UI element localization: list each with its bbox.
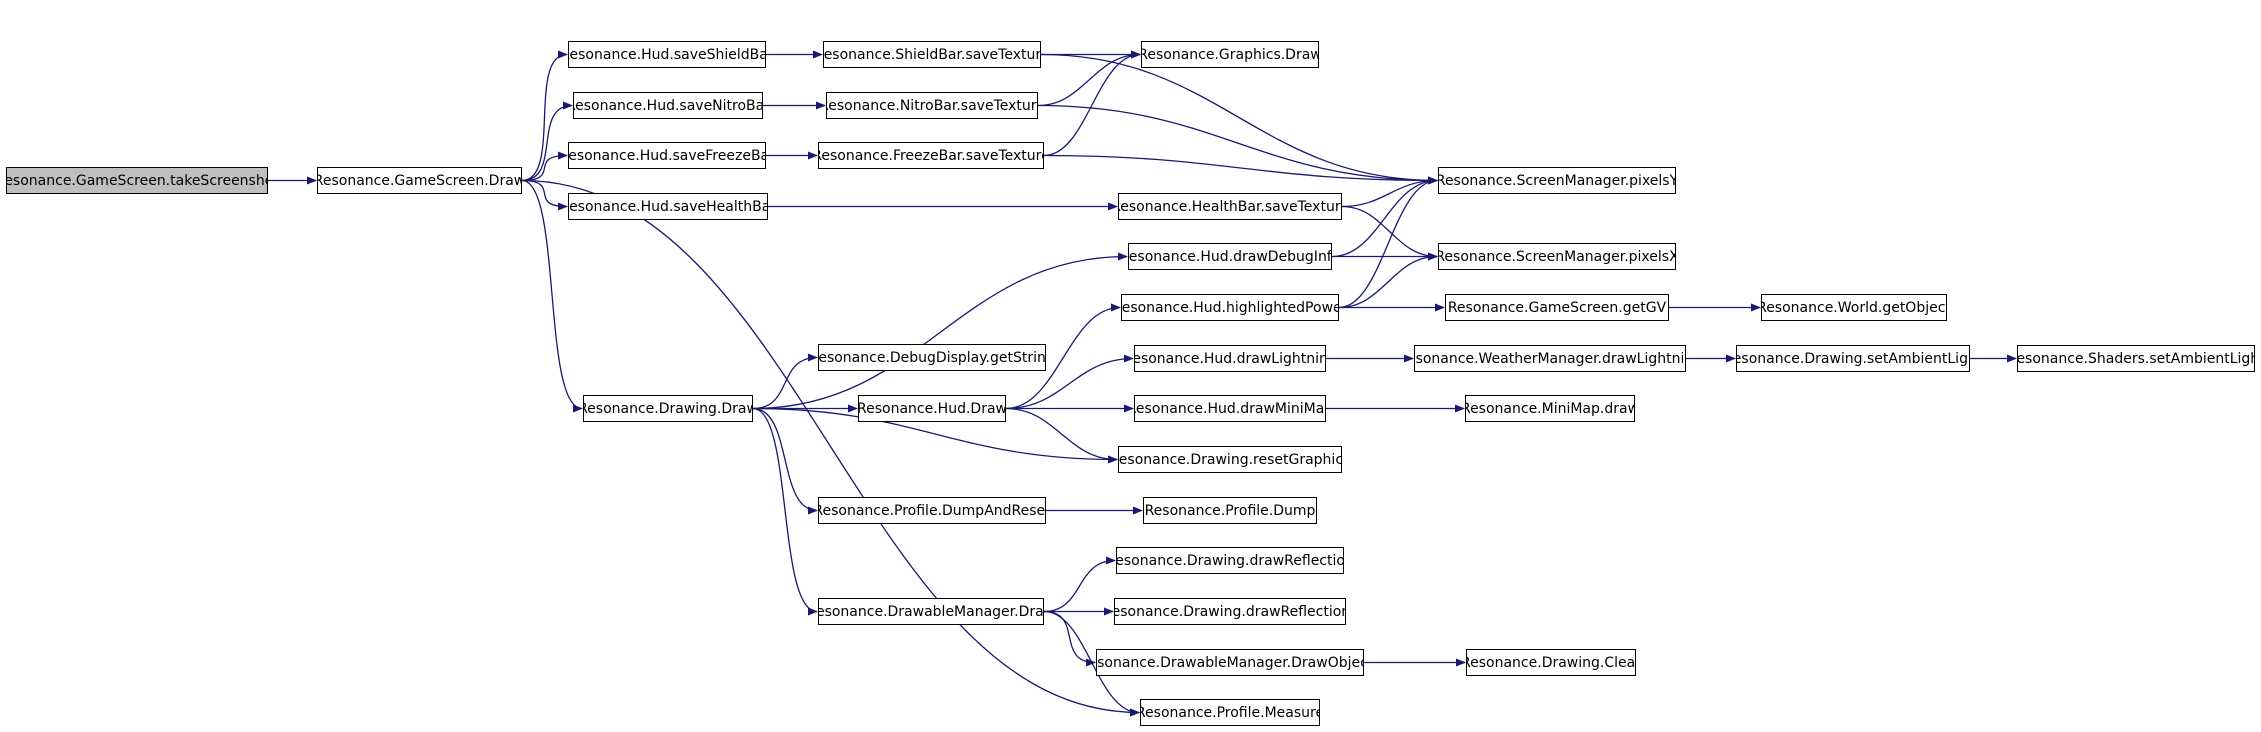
graph-node[interactable]: Resonance.NitroBar.saveTexture [826, 92, 1038, 119]
call-edge [1005, 407, 1118, 464]
graph-node[interactable]: Resonance.Profile.DumpAndReset [818, 497, 1046, 524]
graph-node[interactable]: Resonance.Drawing.Draw [583, 395, 753, 422]
graph-node[interactable]: Resonance.Drawing.drawReflection [1116, 547, 1344, 574]
graph-node[interactable]: Resonance.Hud.highlightedPower [1121, 294, 1339, 321]
graph-node[interactable]: Resonance.ShieldBar.saveTexture [823, 41, 1041, 68]
graph-node[interactable]: Resonance.HealthBar.saveTexture [1118, 193, 1342, 220]
call-edge [521, 101, 573, 182]
graph-node[interactable]: Resonance.Shaders.setAmbientLight [2017, 345, 2255, 372]
graph-node[interactable]: Resonance.Hud.saveNitroBar [573, 92, 763, 119]
graph-node[interactable]: Resonance.FreezeBar.saveTexture [818, 142, 1044, 169]
graph-node[interactable]: Resonance.GameScreen.Draw [317, 167, 522, 194]
call-edge [1037, 50, 1141, 107]
graph-node[interactable]: Resonance.Hud.Draw [858, 395, 1006, 422]
graph-node[interactable]: Resonance.DebugDisplay.getString [818, 344, 1046, 371]
graph-node[interactable]: Resonance.Graphics.Draw [1141, 41, 1319, 68]
call-edge [752, 353, 818, 410]
call-edge [1005, 303, 1121, 410]
graph-node[interactable]: Resonance.Drawing.setAmbientLight [1736, 345, 1970, 372]
graph-node[interactable]: Resonance.Hud.drawMiniMap [1134, 395, 1326, 422]
graph-node[interactable]: Resonance.Drawing.resetGraphics [1118, 446, 1342, 473]
call-edge [521, 179, 568, 211]
call-edge [1005, 354, 1134, 410]
call-edge [1341, 176, 1438, 208]
graph-node[interactable]: Resonance.Hud.drawLightning [1134, 345, 1326, 372]
call-edge [1037, 104, 1438, 185]
call-edge [521, 179, 583, 413]
graph-node[interactable]: Resonance.DrawableManager.DrawObjects [1096, 649, 1364, 676]
graph-node[interactable]: Resonance.DrawableManager.Draw [818, 598, 1044, 625]
call-edge [1043, 610, 1140, 717]
graph-node[interactable]: Resonance.GameScreen.takeScreenshot [6, 167, 268, 194]
call-edge [521, 50, 568, 182]
graph-node[interactable]: Resonance.Profile.Dump [1143, 497, 1317, 524]
graph-node[interactable]: Resonance.Drawing.Clear [1466, 649, 1636, 676]
call-edge [1043, 50, 1141, 157]
graph-node[interactable]: Resonance.WeatherManager.drawLightning [1414, 345, 1686, 372]
call-edge [1040, 53, 1438, 185]
call-edge [752, 407, 818, 616]
graph-node[interactable]: Resonance.Drawing.drawReflections [1114, 598, 1346, 625]
graph-node[interactable]: Resonance.Hud.saveFreezeBar [568, 142, 766, 169]
graph-node[interactable]: Resonance.Profile.Measure [1140, 699, 1320, 726]
graph-node[interactable]: Resonance.Hud.saveHealthBar [568, 193, 768, 220]
call-edge [1338, 252, 1438, 309]
call-edge [752, 252, 1128, 410]
call-edge [1043, 154, 1438, 185]
graph-node[interactable]: Resonance.ScreenManager.pixelsX [1438, 243, 1676, 270]
graph-node[interactable]: Resonance.World.getObject [1761, 294, 1947, 321]
graph-node[interactable]: Resonance.Hud.saveShieldBar [568, 41, 766, 68]
call-edge [752, 407, 1118, 464]
call-edge [752, 407, 818, 515]
call-edge [1338, 176, 1438, 309]
graph-node[interactable]: Resonance.GameScreen.getGV [1445, 294, 1669, 321]
call-edge [521, 151, 568, 182]
call-edge [1341, 205, 1438, 261]
call-edge [1331, 176, 1438, 258]
call-edge [521, 179, 1140, 717]
graph-node[interactable]: Resonance.Hud.drawDebugInfo [1128, 243, 1332, 270]
call-edge [1043, 556, 1116, 613]
graph-node[interactable]: Resonance.MiniMap.draw [1465, 395, 1635, 422]
graph-node[interactable]: Resonance.ScreenManager.pixelsY [1438, 167, 1676, 194]
